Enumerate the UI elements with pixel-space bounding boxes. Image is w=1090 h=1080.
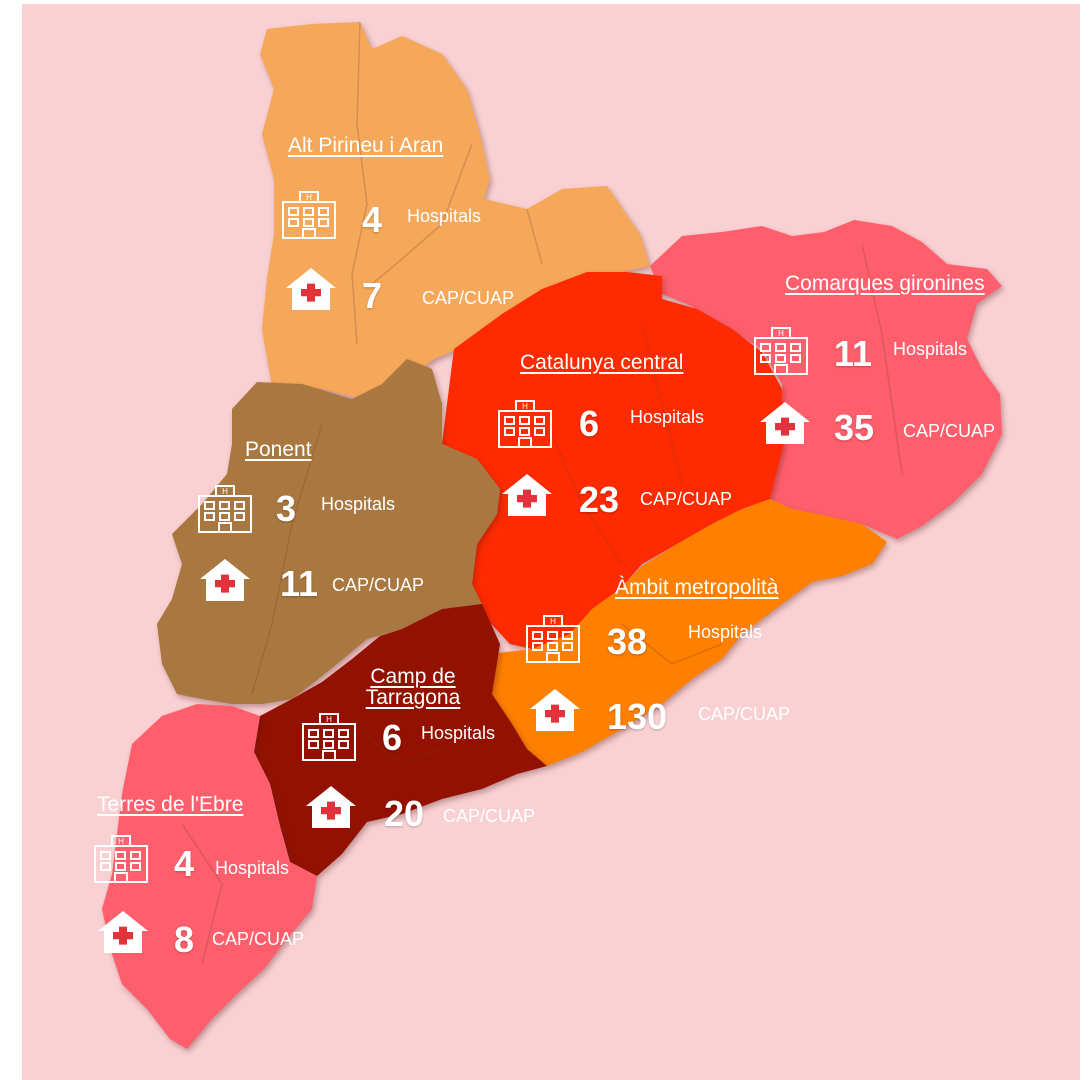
house-cross-icon: [96, 909, 150, 960]
house-cross-icon: [198, 557, 252, 608]
hospital-building-icon: H: [280, 190, 338, 245]
hospital-label: Hospitals: [407, 206, 482, 226]
region-shape-ambit-metropolita[interactable]: [490, 499, 887, 766]
region-title-comarques-gironines[interactable]: Comarques gironines: [785, 272, 985, 295]
cap-label: CAP/CUAP: [640, 489, 733, 509]
hospital-label: Hospitals: [630, 407, 705, 427]
svg-text:H: H: [118, 837, 124, 846]
hospital-building-icon: H: [496, 399, 554, 454]
region-title-terres-ebre[interactable]: Terres de l'Ebre: [97, 793, 244, 816]
cap-label: CAP/CUAP: [443, 806, 536, 826]
region-title-alt-pirineu[interactable]: Alt Pirineu i Aran: [288, 134, 444, 157]
cap-count: 7: [362, 275, 383, 316]
house-cross-icon: [284, 266, 338, 317]
cap-count: 35: [834, 407, 875, 448]
region-shape-ponent[interactable]: [157, 359, 500, 704]
comarca-boundaries: [181, 21, 903, 965]
hospital-label: Hospitals: [215, 858, 290, 878]
hospital-label: Hospitals: [421, 723, 496, 743]
region-title-ambit-metropolita[interactable]: Àmbit metropolità: [615, 576, 779, 599]
hospital-count: 3: [276, 488, 297, 529]
house-cross-icon: [500, 472, 554, 523]
hospital-label: Hospitals: [688, 622, 763, 642]
cap-count: 8: [174, 919, 195, 960]
hospital-label: Hospitals: [321, 494, 396, 514]
cap-count: 130: [607, 696, 668, 737]
region-shape-alt-pirineu[interactable]: [260, 22, 650, 402]
hospital-count: 11: [834, 333, 873, 374]
region-title-ponent[interactable]: Ponent: [245, 438, 312, 461]
svg-text:H: H: [778, 329, 784, 338]
hospital-building-icon: H: [92, 834, 150, 889]
cap-count: 23: [579, 479, 620, 520]
svg-text:H: H: [306, 193, 312, 202]
hospital-building-icon: H: [752, 326, 810, 381]
hospital-building-icon: H: [524, 614, 582, 669]
svg-text:H: H: [522, 402, 528, 411]
region-title-camp-tarragona[interactable]: Camp de Tarragona: [365, 665, 461, 709]
region-title-catalunya-central[interactable]: Catalunya central: [520, 351, 684, 374]
house-cross-icon: [304, 784, 358, 835]
cap-label: CAP/CUAP: [212, 929, 305, 949]
region-shape-comarques-gironines[interactable]: [650, 220, 1002, 539]
region-shape-terres-ebre[interactable]: [102, 704, 317, 1049]
cap-label: CAP/CUAP: [903, 421, 996, 441]
cap-label: CAP/CUAP: [698, 704, 791, 724]
svg-text:H: H: [326, 715, 332, 724]
svg-text:H: H: [550, 617, 556, 626]
house-cross-icon: [528, 687, 582, 738]
map-frame: Alt Pirineu i Aran H 4 Hospitals 7 CAP/C…: [22, 4, 1080, 1080]
region-labels-layer: Alt Pirineu i Aran H 4 Hospitals 7 CAP/C…: [22, 4, 1080, 1080]
catalonia-map: [102, 21, 1002, 1049]
hospital-label: Hospitals: [893, 339, 968, 359]
cap-label: CAP/CUAP: [422, 288, 515, 308]
hospital-count: 4: [362, 199, 383, 240]
cap-label: CAP/CUAP: [332, 575, 425, 595]
hospital-count: 4: [174, 843, 195, 884]
house-cross-icon: [758, 400, 812, 451]
hospital-building-icon: H: [196, 484, 254, 539]
region-shape-catalunya-central[interactable]: [442, 272, 784, 649]
svg-text:H: H: [222, 487, 228, 496]
cap-count: 11: [280, 563, 319, 604]
hospital-count: 38: [607, 621, 648, 662]
hospital-count: 6: [579, 403, 600, 444]
hospital-count: 6: [382, 717, 403, 758]
cap-count: 20: [384, 793, 425, 834]
hospital-building-icon: H: [300, 712, 358, 767]
